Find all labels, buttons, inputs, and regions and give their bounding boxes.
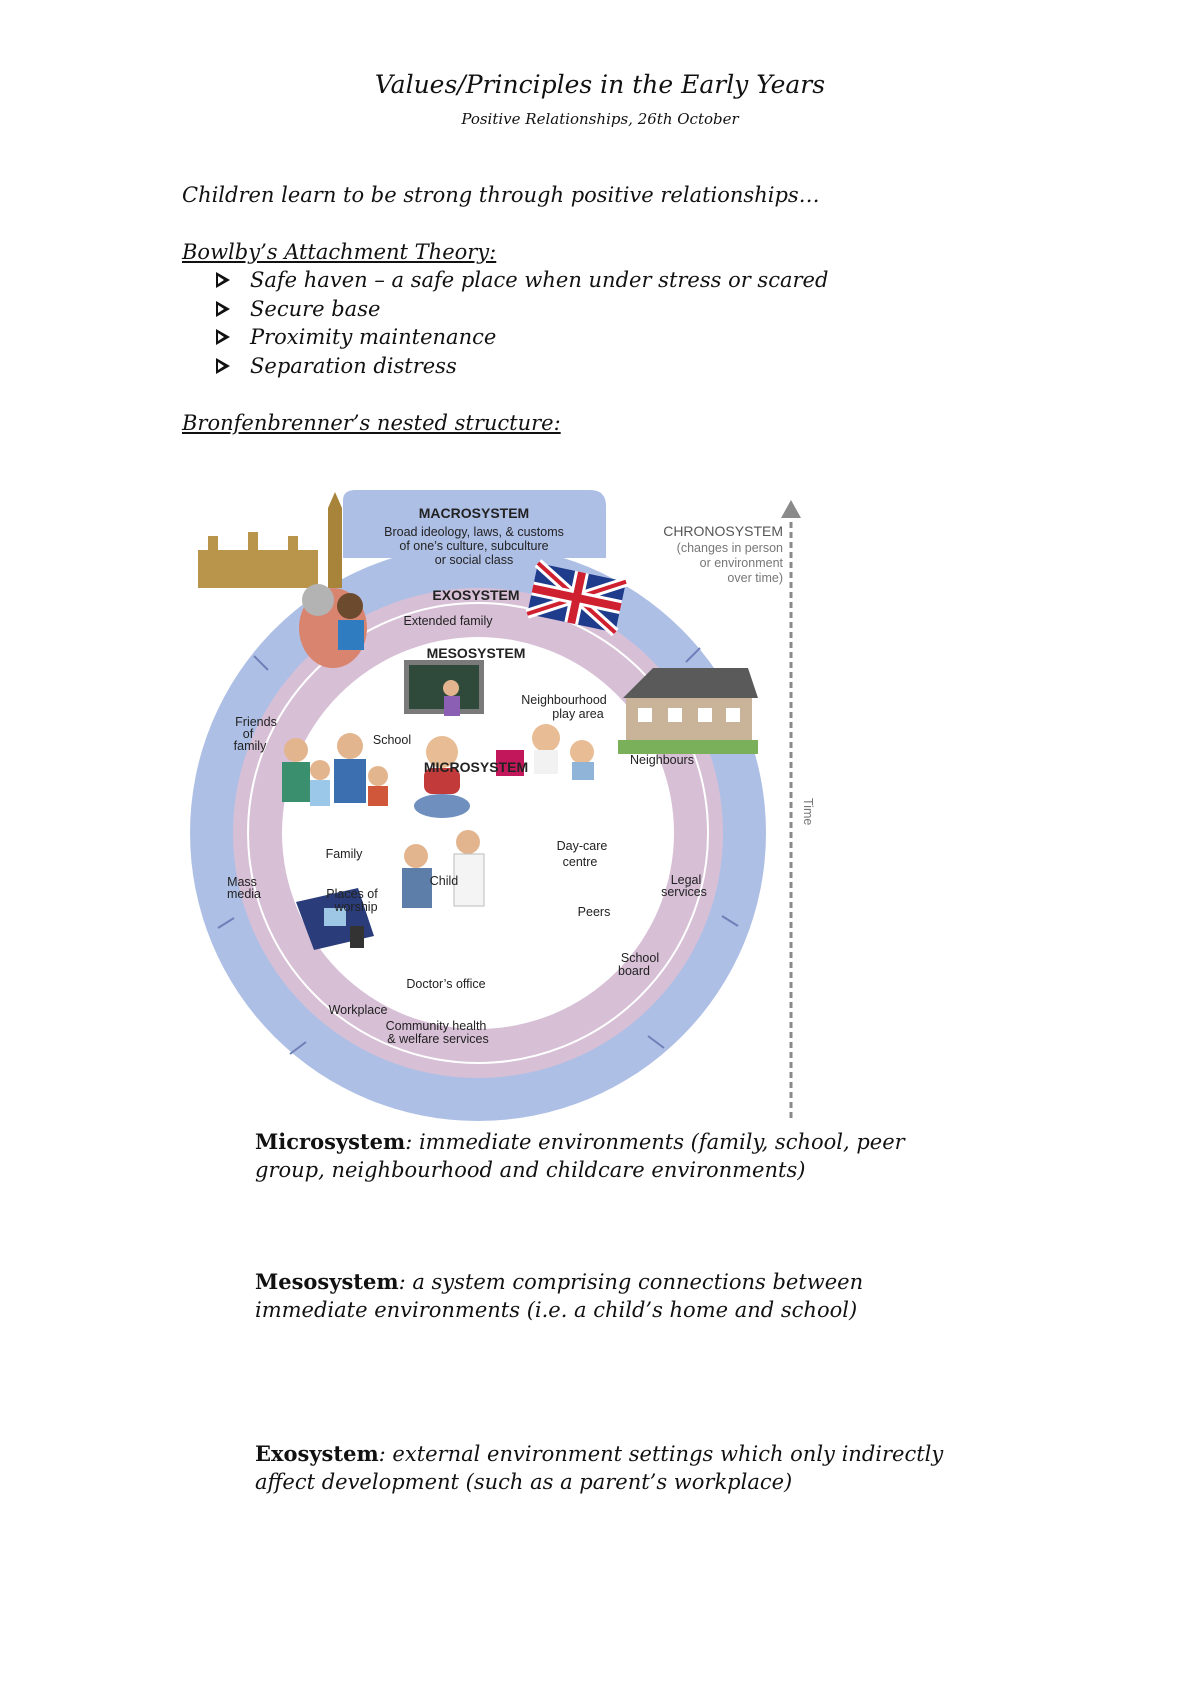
- time-label: Time: [801, 798, 815, 825]
- list-item: Safe haven – a safe place when under str…: [216, 266, 828, 295]
- chronosystem-desc-1: (changes in person: [677, 541, 783, 555]
- exosystem-title: EXOSYSTEM: [432, 587, 519, 603]
- microsystem-title: MICROSYSTEM: [424, 759, 528, 775]
- worship-label-2: worship: [333, 900, 377, 914]
- community-label-1: Community health: [386, 1019, 487, 1033]
- mass-media-label-2: media: [227, 887, 261, 901]
- community-label-2: & welfare services: [387, 1032, 488, 1046]
- arrow-bullet-icon: [216, 272, 230, 288]
- arrow-bullet-icon: [216, 358, 230, 374]
- arrow-bullet-icon: [216, 301, 230, 317]
- list-item: Separation distress: [216, 352, 828, 381]
- intro-text: Children learn to be strong through posi…: [182, 183, 820, 207]
- macrosystem-desc-3: or social class: [435, 553, 514, 567]
- peers-label: Peers: [578, 905, 611, 919]
- daycare-label-2: centre: [563, 855, 598, 869]
- chronosystem-desc-3: over time): [727, 571, 783, 585]
- child-label: Child: [430, 874, 459, 888]
- macrosystem-desc-2: of one’s culture, subculture: [399, 539, 548, 553]
- friends-label-1: Friends: [235, 715, 277, 729]
- bronfenbrenner-heading: Bronfenbrenner’s nested structure:: [182, 411, 561, 435]
- doctors-office-label: Doctor’s office: [406, 977, 485, 991]
- parliament-illustration: [198, 492, 342, 588]
- school-board-label-1: School: [621, 951, 659, 965]
- school-label: School: [373, 733, 411, 747]
- neighbours-label: Neighbours: [630, 753, 694, 767]
- neighbourhood-label-2: play area: [552, 707, 603, 721]
- exosystem-definition: Exosystem: external environment settings…: [255, 1440, 975, 1496]
- list-item: Secure base: [216, 295, 828, 324]
- workplace-label: Workplace: [329, 1003, 388, 1017]
- family-label: Family: [326, 847, 364, 861]
- extended-family-illustration: [299, 584, 367, 668]
- neighbourhood-label-1: Neighbourhood: [521, 693, 607, 707]
- chronosystem-title: CHRONOSYSTEM: [663, 523, 783, 539]
- school-board-label-2: board: [618, 964, 650, 978]
- mesosystem-definition: Mesosystem: a system comprising connecti…: [255, 1268, 975, 1324]
- page-subtitle: Positive Relationships, 26th October: [0, 110, 1200, 128]
- microsystem-definition: Microsystem: immediate environments (fam…: [255, 1128, 975, 1184]
- list-item: Proximity maintenance: [216, 323, 828, 352]
- legal-label-2: services: [661, 885, 707, 899]
- chronosystem-desc-2: or environment: [700, 556, 784, 570]
- extended-family-label: Extended family: [404, 614, 494, 628]
- macrosystem-desc-1: Broad ideology, laws, & customs: [384, 525, 564, 539]
- macrosystem-title: MACROSYSTEM: [419, 505, 529, 521]
- bowlby-heading: Bowlby’s Attachment Theory:: [182, 240, 496, 264]
- friends-label-3: family: [234, 739, 267, 753]
- daycare-label-1: Day-care: [557, 839, 608, 853]
- worship-label-1: Places of: [326, 887, 378, 901]
- page-title: Values/Principles in the Early Years: [0, 70, 1200, 99]
- arrow-bullet-icon: [216, 329, 230, 345]
- school-illustration: [404, 660, 484, 716]
- bowlby-list: Safe haven – a safe place when under str…: [216, 266, 828, 380]
- mesosystem-title: MESOSYSTEM: [427, 645, 526, 661]
- ecological-systems-diagram: MACROSYSTEM Broad ideology, laws, & cust…: [178, 488, 828, 1128]
